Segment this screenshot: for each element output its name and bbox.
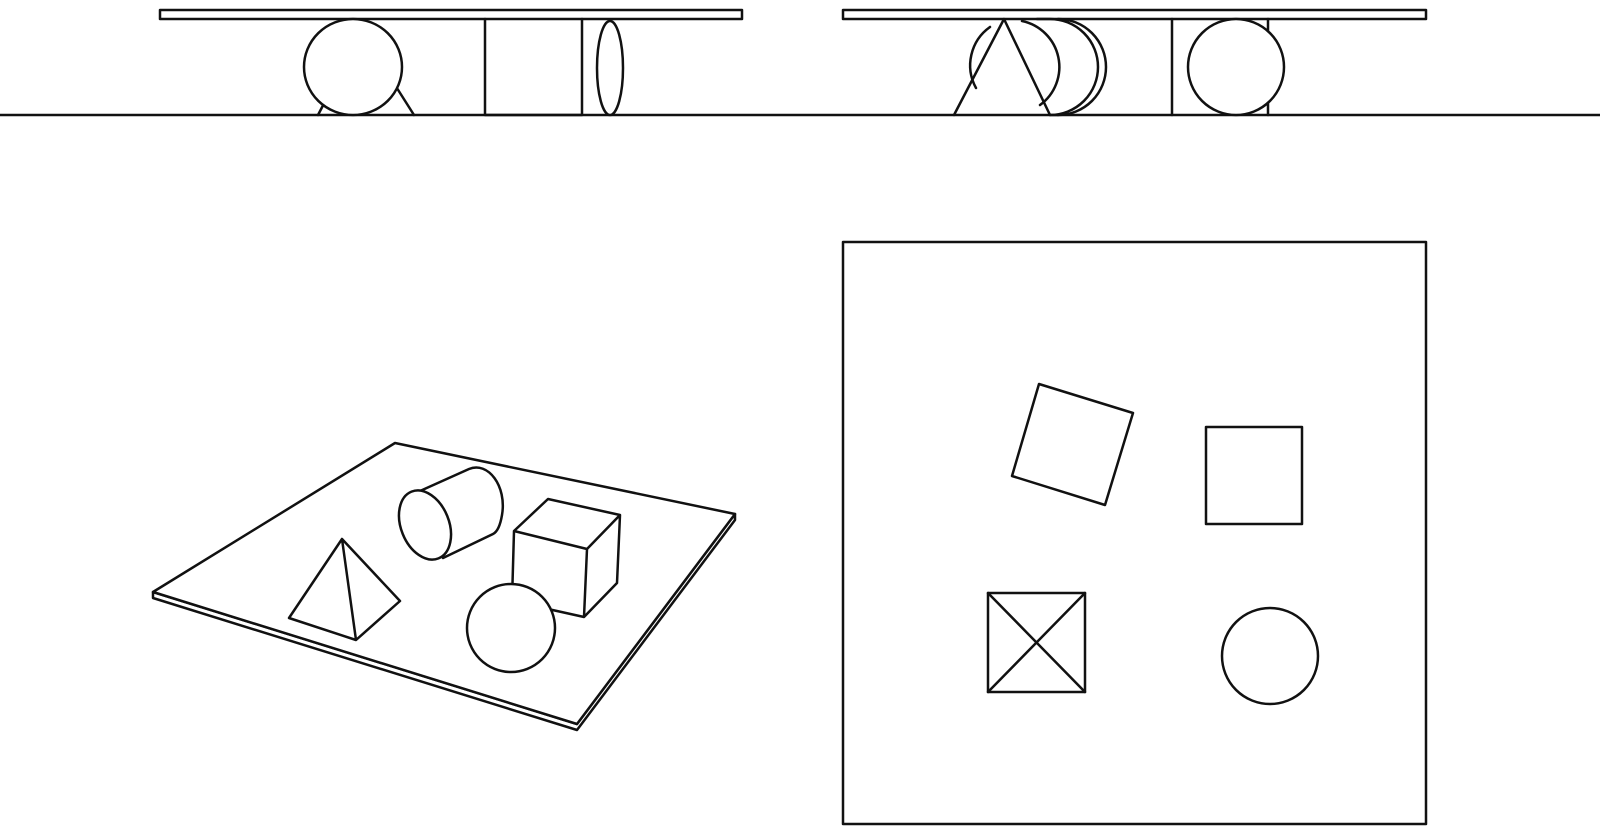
top-view-sphere: [1220, 606, 1320, 706]
top-view-plate: [841, 240, 1428, 826]
side-view: [841, 8, 1428, 117]
top-view-cube: [1010, 382, 1135, 507]
perspective-cylinder-face: [397, 489, 453, 561]
side-view-sphere: [1186, 17, 1286, 117]
perspective-pyramid: [287, 537, 402, 642]
front-view-sphere: [302, 17, 404, 117]
side-view-cylinder-outer: [1035, 17, 1100, 117]
top-view-pyramid: [986, 591, 1087, 694]
top-view: [841, 240, 1428, 826]
perspective-sphere: [465, 582, 557, 674]
front-view-plate: [158, 8, 744, 21]
top-view-cylinder: [1204, 425, 1304, 526]
front-view-cube: [483, 17, 584, 117]
front-view: [158, 8, 744, 117]
perspective-view: [151, 441, 737, 732]
side-view-plate: [841, 8, 1428, 21]
front-view-cylinder: [595, 19, 625, 117]
side-view-pyramid: [952, 17, 1052, 117]
side-view-cylinder-inner: [1020, 17, 1108, 117]
